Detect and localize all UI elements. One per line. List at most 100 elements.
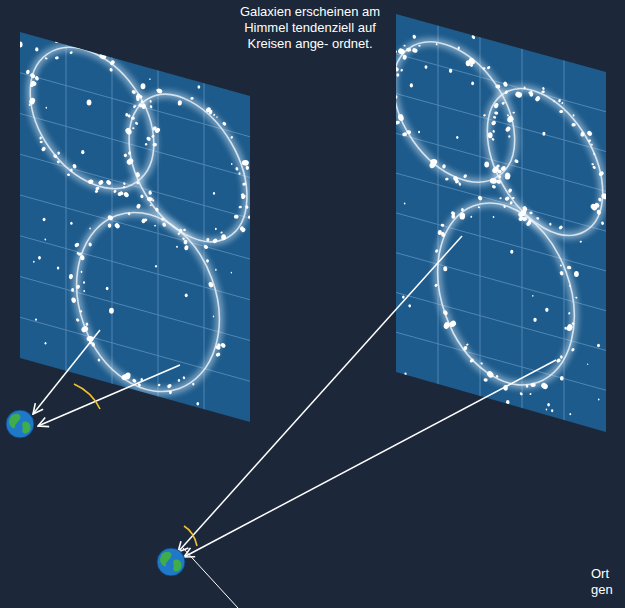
galaxy-dot xyxy=(124,153,127,157)
galaxy-dot xyxy=(463,174,468,179)
galaxy-dot xyxy=(528,91,530,94)
ring-glow xyxy=(414,184,599,404)
galaxy-dot xyxy=(587,364,588,366)
galaxy-dot xyxy=(402,132,407,137)
galaxy-dot xyxy=(18,42,23,48)
galaxy-dot xyxy=(221,43,224,47)
galaxy-dot xyxy=(536,217,540,220)
galaxy-dot xyxy=(500,165,507,172)
galaxy-dot xyxy=(542,87,545,91)
galaxy-dot xyxy=(598,197,603,202)
galaxy-dot xyxy=(184,245,189,251)
ring-line xyxy=(414,184,599,404)
galaxy-dot xyxy=(400,68,404,72)
galaxy-dot xyxy=(213,113,216,116)
galaxy-dot xyxy=(470,64,473,67)
galaxy-dot xyxy=(514,159,519,164)
galaxy-dot xyxy=(35,318,37,320)
galaxy-dot xyxy=(393,66,400,72)
galaxy-dot xyxy=(493,102,499,109)
galaxy-dot xyxy=(75,318,80,323)
galaxy-dot xyxy=(221,234,226,240)
edge-text: gen xyxy=(591,582,621,598)
galaxy-dot xyxy=(213,316,214,318)
galaxy-dot xyxy=(77,252,79,255)
galaxy-dot xyxy=(176,46,179,50)
galaxy-dot xyxy=(489,177,497,184)
galaxy-dot xyxy=(451,214,455,219)
galaxy-dot xyxy=(459,212,465,219)
galaxy-dot xyxy=(545,308,548,312)
galaxy-dot xyxy=(151,396,154,399)
galaxy-dot xyxy=(95,186,100,191)
grid-line xyxy=(20,195,250,259)
galaxy-dot xyxy=(574,271,579,277)
angle-arc xyxy=(74,384,100,409)
label-box: gen xyxy=(591,582,621,598)
galaxy-dot xyxy=(109,68,113,73)
galaxy-dot xyxy=(68,274,73,280)
galaxy-dot xyxy=(109,59,116,66)
galaxy-dot xyxy=(448,320,457,329)
galaxy-dot xyxy=(572,114,574,117)
galaxy-dot xyxy=(155,48,157,51)
galaxy-dot xyxy=(575,297,578,299)
galaxy-dot xyxy=(206,238,210,242)
galaxy-dot xyxy=(522,216,528,221)
galaxy-dot xyxy=(491,120,497,126)
galaxy-dot xyxy=(588,139,591,142)
galaxy-dot xyxy=(215,228,217,230)
galaxy-dot xyxy=(514,91,523,99)
galaxy-dot xyxy=(44,239,46,241)
caption-note: Galaxien erscheinen am Himmel tendenziel… xyxy=(232,4,388,52)
sight-line xyxy=(33,330,100,414)
galaxy-dot xyxy=(445,177,449,180)
galaxy-dot xyxy=(89,227,91,229)
galaxy-dot xyxy=(140,194,143,198)
earth-ocean xyxy=(6,410,34,438)
galaxy-dot xyxy=(156,88,163,94)
earth-icon xyxy=(157,548,185,576)
galaxy-dot xyxy=(190,97,193,100)
galaxy-dot xyxy=(547,403,550,406)
galaxy-dot xyxy=(182,237,185,240)
galaxy-dot xyxy=(141,83,146,89)
galaxy-dot xyxy=(586,130,593,137)
galaxy-dot xyxy=(598,398,600,400)
galaxy-dot xyxy=(149,78,150,80)
galaxy-dot xyxy=(436,43,438,45)
galaxy-dot xyxy=(495,84,500,88)
galaxy-dot xyxy=(235,167,239,171)
galaxy-dot xyxy=(425,65,428,69)
galaxy-dot xyxy=(546,409,548,411)
galaxy-dot xyxy=(91,342,96,347)
galaxy-dot xyxy=(522,205,528,212)
galaxy-dot xyxy=(29,73,36,79)
galaxy-dot xyxy=(387,98,391,102)
galaxy-dot xyxy=(149,100,152,103)
ring-glow xyxy=(5,24,180,211)
galaxy-dot xyxy=(55,40,58,43)
galaxy-dot xyxy=(484,161,489,167)
galaxy-dot xyxy=(154,127,161,134)
earth-land xyxy=(173,559,182,571)
galaxy-dot xyxy=(151,134,155,138)
galaxy-dot xyxy=(239,172,241,175)
galaxy-dot xyxy=(241,193,245,196)
galaxy-dot xyxy=(495,375,498,379)
angle-arc xyxy=(184,526,197,546)
galaxy-dot xyxy=(434,249,438,254)
galaxy-dot xyxy=(132,127,135,129)
ring-line xyxy=(5,24,180,211)
galaxy-dot xyxy=(390,99,393,103)
galaxy-dot xyxy=(215,269,217,271)
galaxy-dot xyxy=(134,121,138,125)
galaxy-dot xyxy=(494,111,498,115)
grid-line xyxy=(20,73,250,137)
sight-lines xyxy=(33,236,556,608)
galaxy-dot xyxy=(471,82,474,86)
galaxy-dot xyxy=(506,400,509,404)
galaxy-dot xyxy=(38,256,41,260)
galaxy-dot xyxy=(136,203,142,209)
galaxy-dot xyxy=(449,69,452,73)
